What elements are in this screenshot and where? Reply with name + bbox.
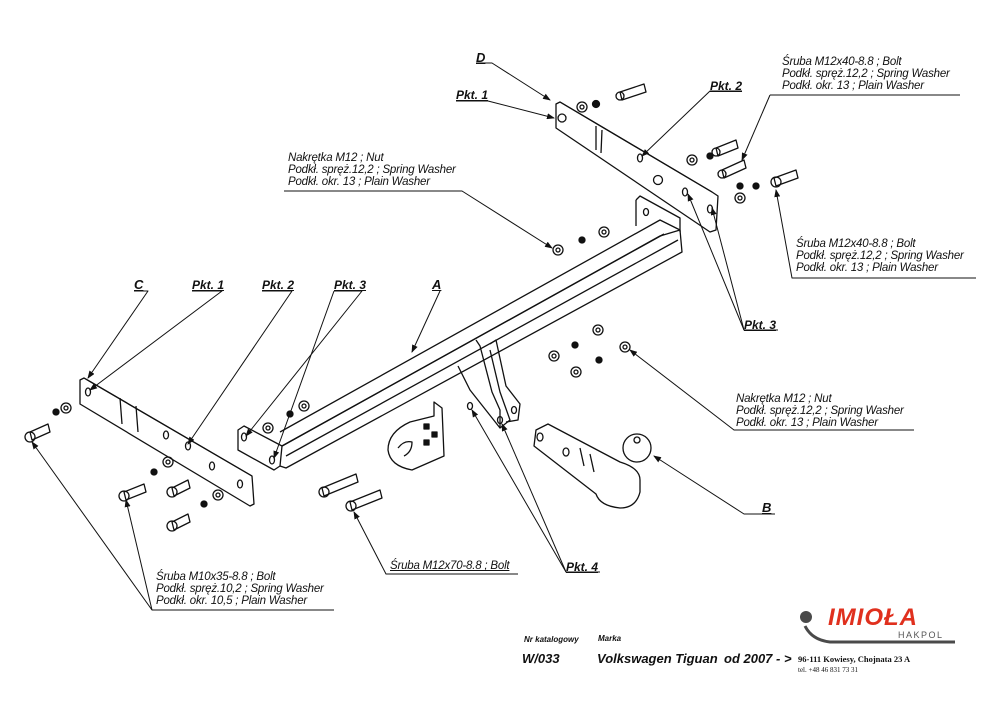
callout-line: Nakrętka M12 ; Nut — [736, 393, 832, 405]
point-label-pkt4: Pkt. 4 — [566, 560, 599, 574]
callout-line: Podkł. okr. 13 ; Plain Washer — [288, 176, 430, 188]
callout-line: Nakrętka M12 ; Nut — [288, 152, 384, 164]
callout-line: Śruba M10x35-8.8 ; Bolt — [156, 571, 276, 583]
company-address: 96-111 Kowiesy, Chojnata 23 A — [798, 654, 911, 664]
point-label-pkt1-top: Pkt. 1 — [456, 88, 489, 102]
callout-line: Podkł. spręż.12,2 ; Spring Washer — [782, 68, 950, 80]
callout-bolt-bottom-mid: Śruba M12x70-8.8 ; Bolt — [390, 560, 510, 572]
callout-bolt-bottom-left: Śruba M10x35-8.8 ; Bolt Podkł. spręż.10,… — [156, 571, 324, 607]
point-label-pkt3-right: Pkt. 3 — [744, 318, 777, 332]
vehicle-model: Volkswagen Tiguan — [597, 651, 718, 666]
point-label-pkt3-left: Pkt. 3 — [334, 278, 367, 292]
callout-line: Podkł. okr. 13 ; Plain Washer — [736, 417, 878, 429]
callout-nut-right: Nakrętka M12 ; Nut Podkł. spręż.12,2 ; S… — [736, 393, 904, 429]
point-label-pkt1-left: Pkt. 1 — [192, 278, 225, 292]
ball-hitch-b — [533, 423, 652, 509]
company-logo-sub: HAKPOL — [898, 630, 944, 640]
catalog-number-label: Nr katalogowy — [524, 635, 579, 644]
company-logo: IMIOŁA — [828, 604, 918, 631]
fasteners — [24, 83, 799, 532]
catalog-number: W/033 — [522, 651, 560, 666]
model-year: od 2007 - > — [724, 651, 792, 666]
electrical-socket — [387, 401, 445, 471]
bracket-d — [555, 101, 719, 233]
callout-line: Podkł. spręż.12,2 ; Spring Washer — [796, 250, 964, 262]
callout-line: Podkł. spręż.12,2 ; Spring Washer — [288, 164, 456, 176]
point-label-pkt2-left: Pkt. 2 — [262, 278, 295, 292]
callout-line: Podkł. spręż.12,2 ; Spring Washer — [736, 405, 904, 417]
callout-line: Podkł. okr. 10,5 ; Plain Washer — [156, 595, 308, 607]
callout-line: Podkł. okr. 13 ; Plain Washer — [796, 262, 938, 274]
callout-line: Śruba M12x40-8.8 ; Bolt — [796, 238, 916, 250]
bracket-c — [79, 377, 255, 507]
point-label-pkt2-top: Pkt. 2 — [710, 79, 743, 93]
part-label-a: A — [432, 277, 442, 292]
part-label-b: B — [762, 500, 772, 515]
brand-label: Marka — [598, 634, 622, 643]
callout-bolt-top-right: Śruba M12x40-8.8 ; Bolt Podkł. spręż.12,… — [782, 56, 950, 92]
callout-nut-top: Nakrętka M12 ; Nut Podkł. spręż.12,2 ; S… — [288, 152, 456, 188]
callout-line: Podkł. spręż.10,2 ; Spring Washer — [156, 583, 324, 595]
crossbar-a — [237, 195, 683, 471]
company-phone: tel. +48 46 831 73 31 — [798, 666, 858, 674]
callout-bolt-mid-right: Śruba M12x40-8.8 ; Bolt Podkł. spręż.12,… — [796, 238, 964, 274]
leader-lines — [31, 62, 976, 611]
part-label-d: D — [476, 50, 486, 65]
logo-hook-graphic — [800, 611, 955, 644]
part-label-c: C — [134, 277, 144, 292]
callout-line: Śruba M12x40-8.8 ; Bolt — [782, 56, 902, 68]
callout-line: Podkł. okr. 13 ; Plain Washer — [782, 80, 924, 92]
